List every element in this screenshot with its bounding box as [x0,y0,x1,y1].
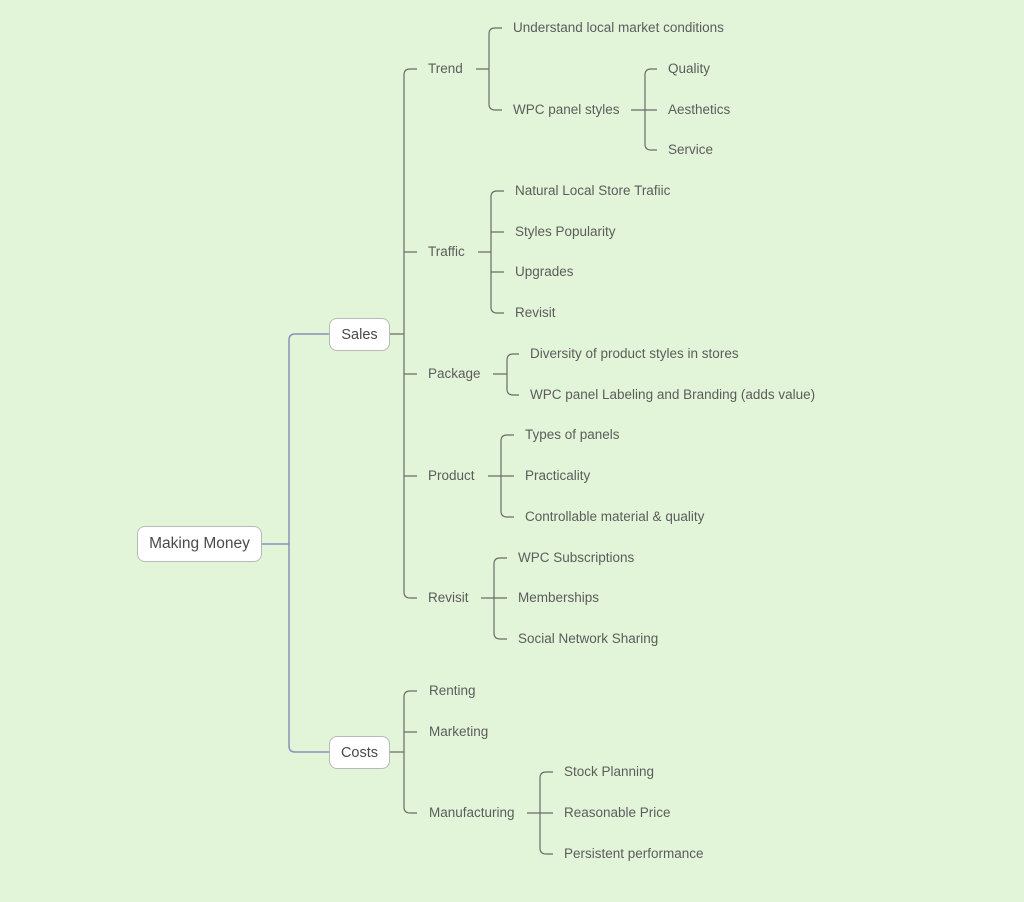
subtopic-stock-planning[interactable]: Stock Planning [564,764,655,779]
branch-sales[interactable]: Sales [329,318,390,351]
topic-renting[interactable]: Renting [429,683,476,698]
subtopic-social-network-sharing[interactable]: Social Network Sharing [518,631,659,646]
subtopic-wpc-subscriptions[interactable]: WPC Subscriptions [518,550,635,565]
branch-costs-label: Costs [340,744,379,761]
subtopic-natural-local-store-traffic[interactable]: Natural Local Store Trafiic [515,183,671,198]
topic-traffic[interactable]: Traffic [428,244,465,259]
subtopic-quality[interactable]: Quality [668,61,711,76]
root-node-label: Making Money [149,535,250,552]
topic-manufacturing[interactable]: Manufacturing [429,805,515,820]
subtopic-traffic-revisit[interactable]: Revisit [515,305,556,320]
connector-trend [476,27,502,111]
subtopic-reasonable-price[interactable]: Reasonable Price [564,805,671,820]
connector-traffic [478,190,504,314]
topic-revisit[interactable]: Revisit [428,590,469,605]
topic-marketing[interactable]: Marketing [429,724,489,739]
topic-trend[interactable]: Trend [428,61,463,76]
subtopic-persistent-performance[interactable]: Persistent performance [564,846,704,861]
connector-sales [390,68,417,599]
connector-product [488,434,514,518]
connector-root [262,333,329,753]
branch-costs[interactable]: Costs [329,736,390,769]
subtopic-styles-popularity[interactable]: Styles Popularity [515,224,616,239]
topic-product[interactable]: Product [428,468,475,483]
subtopic-aesthetics[interactable]: Aesthetics [668,102,731,117]
connector-package [493,353,519,396]
subtopic-labeling-branding[interactable]: WPC panel Labeling and Branding (adds va… [530,387,816,402]
subtopic-diversity-of-styles[interactable]: Diversity of product styles in stores [530,346,739,361]
connector-manufacturing [527,771,553,855]
root-node[interactable]: Making Money [137,526,262,562]
branch-sales-label: Sales [341,326,378,343]
subtopic-types-of-panels[interactable]: Types of panels [525,427,620,442]
subtopic-practicality[interactable]: Practicality [525,468,591,483]
subtopic-service[interactable]: Service [668,142,714,157]
subtopic-upgrades[interactable]: Upgrades [515,264,574,279]
subtopic-controllable-material[interactable]: Controllable material & quality [525,509,705,524]
connector-wpc-styles [631,68,657,151]
subtopic-understand-local-market[interactable]: Understand local market conditions [513,20,724,35]
connector-revisit [481,557,507,640]
connector-costs [390,690,417,814]
subtopic-memberships[interactable]: Memberships [518,590,600,605]
subtopic-wpc-panel-styles[interactable]: WPC panel styles [513,102,620,117]
topic-package[interactable]: Package [428,366,481,381]
